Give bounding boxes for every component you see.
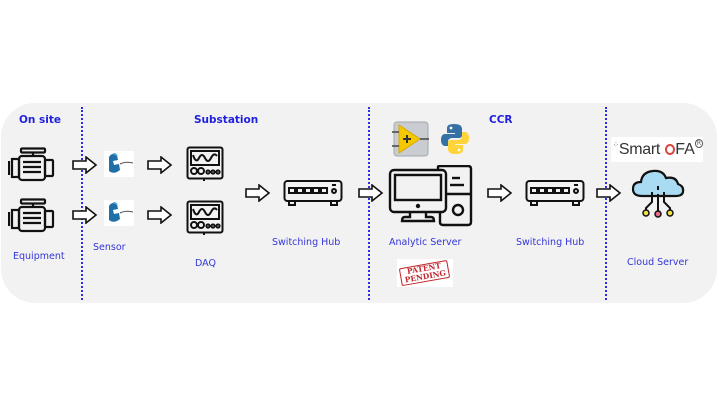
network-switch-icon — [525, 179, 585, 209]
python-icon — [440, 123, 470, 155]
divider-substation-ccr — [368, 107, 370, 300]
section-title-substation: Substation — [194, 114, 259, 126]
arrow-right-icon — [596, 184, 622, 202]
analytic-server-label: Analytic Server — [389, 237, 462, 248]
arrow-right-icon — [72, 206, 98, 224]
motor-icon — [8, 198, 58, 234]
arrow-right-icon — [245, 184, 271, 202]
sensor-label: Sensor — [93, 242, 126, 253]
daq-label: DAQ — [195, 258, 216, 269]
smartofa-logo: ⁘ Smart FA R — [611, 137, 703, 162]
cloud-server-icon — [630, 166, 686, 218]
arrow-right-icon — [487, 184, 513, 202]
logo-dots-icon: ⁘ — [613, 140, 619, 149]
arrow-right-icon — [358, 184, 384, 202]
logo-text-fa: FA — [675, 140, 695, 158]
labview-icon — [392, 121, 430, 157]
registered-mark: R — [694, 139, 703, 148]
switching-hub-label: Switching Hub — [516, 237, 585, 248]
arrow-right-icon — [147, 206, 173, 224]
switching-hub-label: Switching Hub — [272, 237, 341, 248]
patent-pending-stamp: PATENT PENDING — [397, 259, 453, 287]
divider-ccr-cloud — [605, 107, 607, 300]
logo-text-smart: Smart — [618, 140, 661, 158]
arrow-right-icon — [72, 156, 98, 174]
section-title-onsite: On site — [19, 114, 62, 126]
logo-o-ring-icon — [665, 144, 676, 155]
section-title-ccr: CCR — [489, 114, 513, 126]
cloud-server-label: Cloud Server — [627, 257, 689, 268]
oscilloscope-icon — [186, 200, 224, 236]
network-switch-icon — [283, 179, 343, 209]
current-sensor-icon — [104, 200, 134, 226]
computer-server-icon — [388, 165, 474, 227]
oscilloscope-icon — [186, 146, 224, 182]
divider-onsite-substation — [81, 107, 83, 300]
arrow-right-icon — [147, 156, 173, 174]
equipment-label: Equipment — [13, 251, 65, 262]
current-sensor-icon — [104, 151, 134, 177]
motor-icon — [8, 147, 58, 183]
